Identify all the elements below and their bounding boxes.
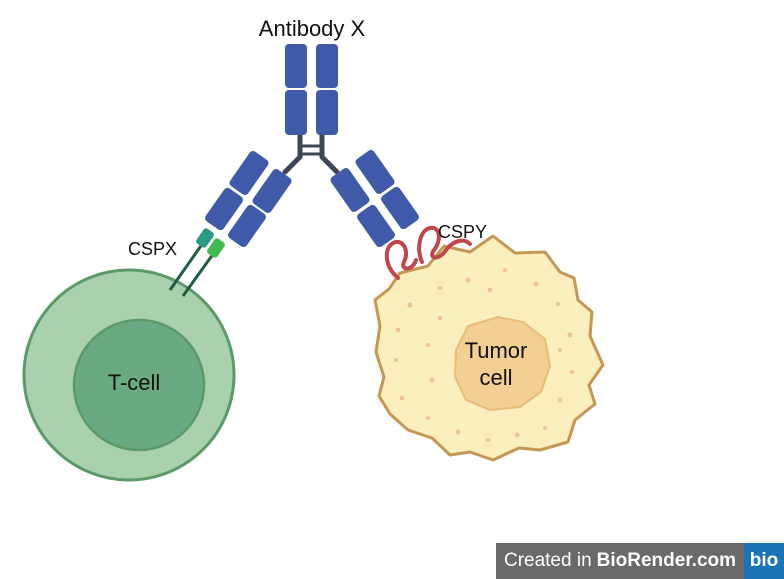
badge-brand: BioRender.com	[596, 550, 737, 571]
cspx-label: CSPX	[128, 239, 177, 259]
biorender-badge[interactable]: Created in BioRender.com bio	[496, 543, 784, 579]
antibody-label: Antibody X	[259, 16, 366, 41]
t-cell-label: T-cell	[108, 370, 161, 395]
antibody-fc-region	[285, 44, 338, 135]
t-cell-icon	[22, 268, 236, 482]
antibody-icon	[205, 44, 419, 248]
antibody-left-arm	[205, 151, 292, 248]
tumor-speckles	[394, 268, 574, 442]
badge-prefix: Created in	[503, 550, 592, 571]
antibody-hinge	[282, 132, 340, 175]
antibody-right-arm	[330, 150, 419, 248]
tumor-cell-label-line2: cell	[479, 365, 512, 390]
tumor-cell-icon	[373, 234, 605, 462]
tumor-cell-nucleus	[453, 315, 552, 412]
biorender-badge-text: Created in BioRender.com	[496, 543, 744, 579]
cspx-receptor-icon	[168, 228, 225, 297]
cspy-label: CSPY	[438, 222, 487, 242]
t-cell-nucleus	[72, 318, 206, 452]
cspy-receptor-icon	[384, 225, 472, 280]
tumor-cell-label-line1: Tumor	[465, 338, 528, 363]
biorender-logo-icon: bio	[744, 543, 784, 579]
